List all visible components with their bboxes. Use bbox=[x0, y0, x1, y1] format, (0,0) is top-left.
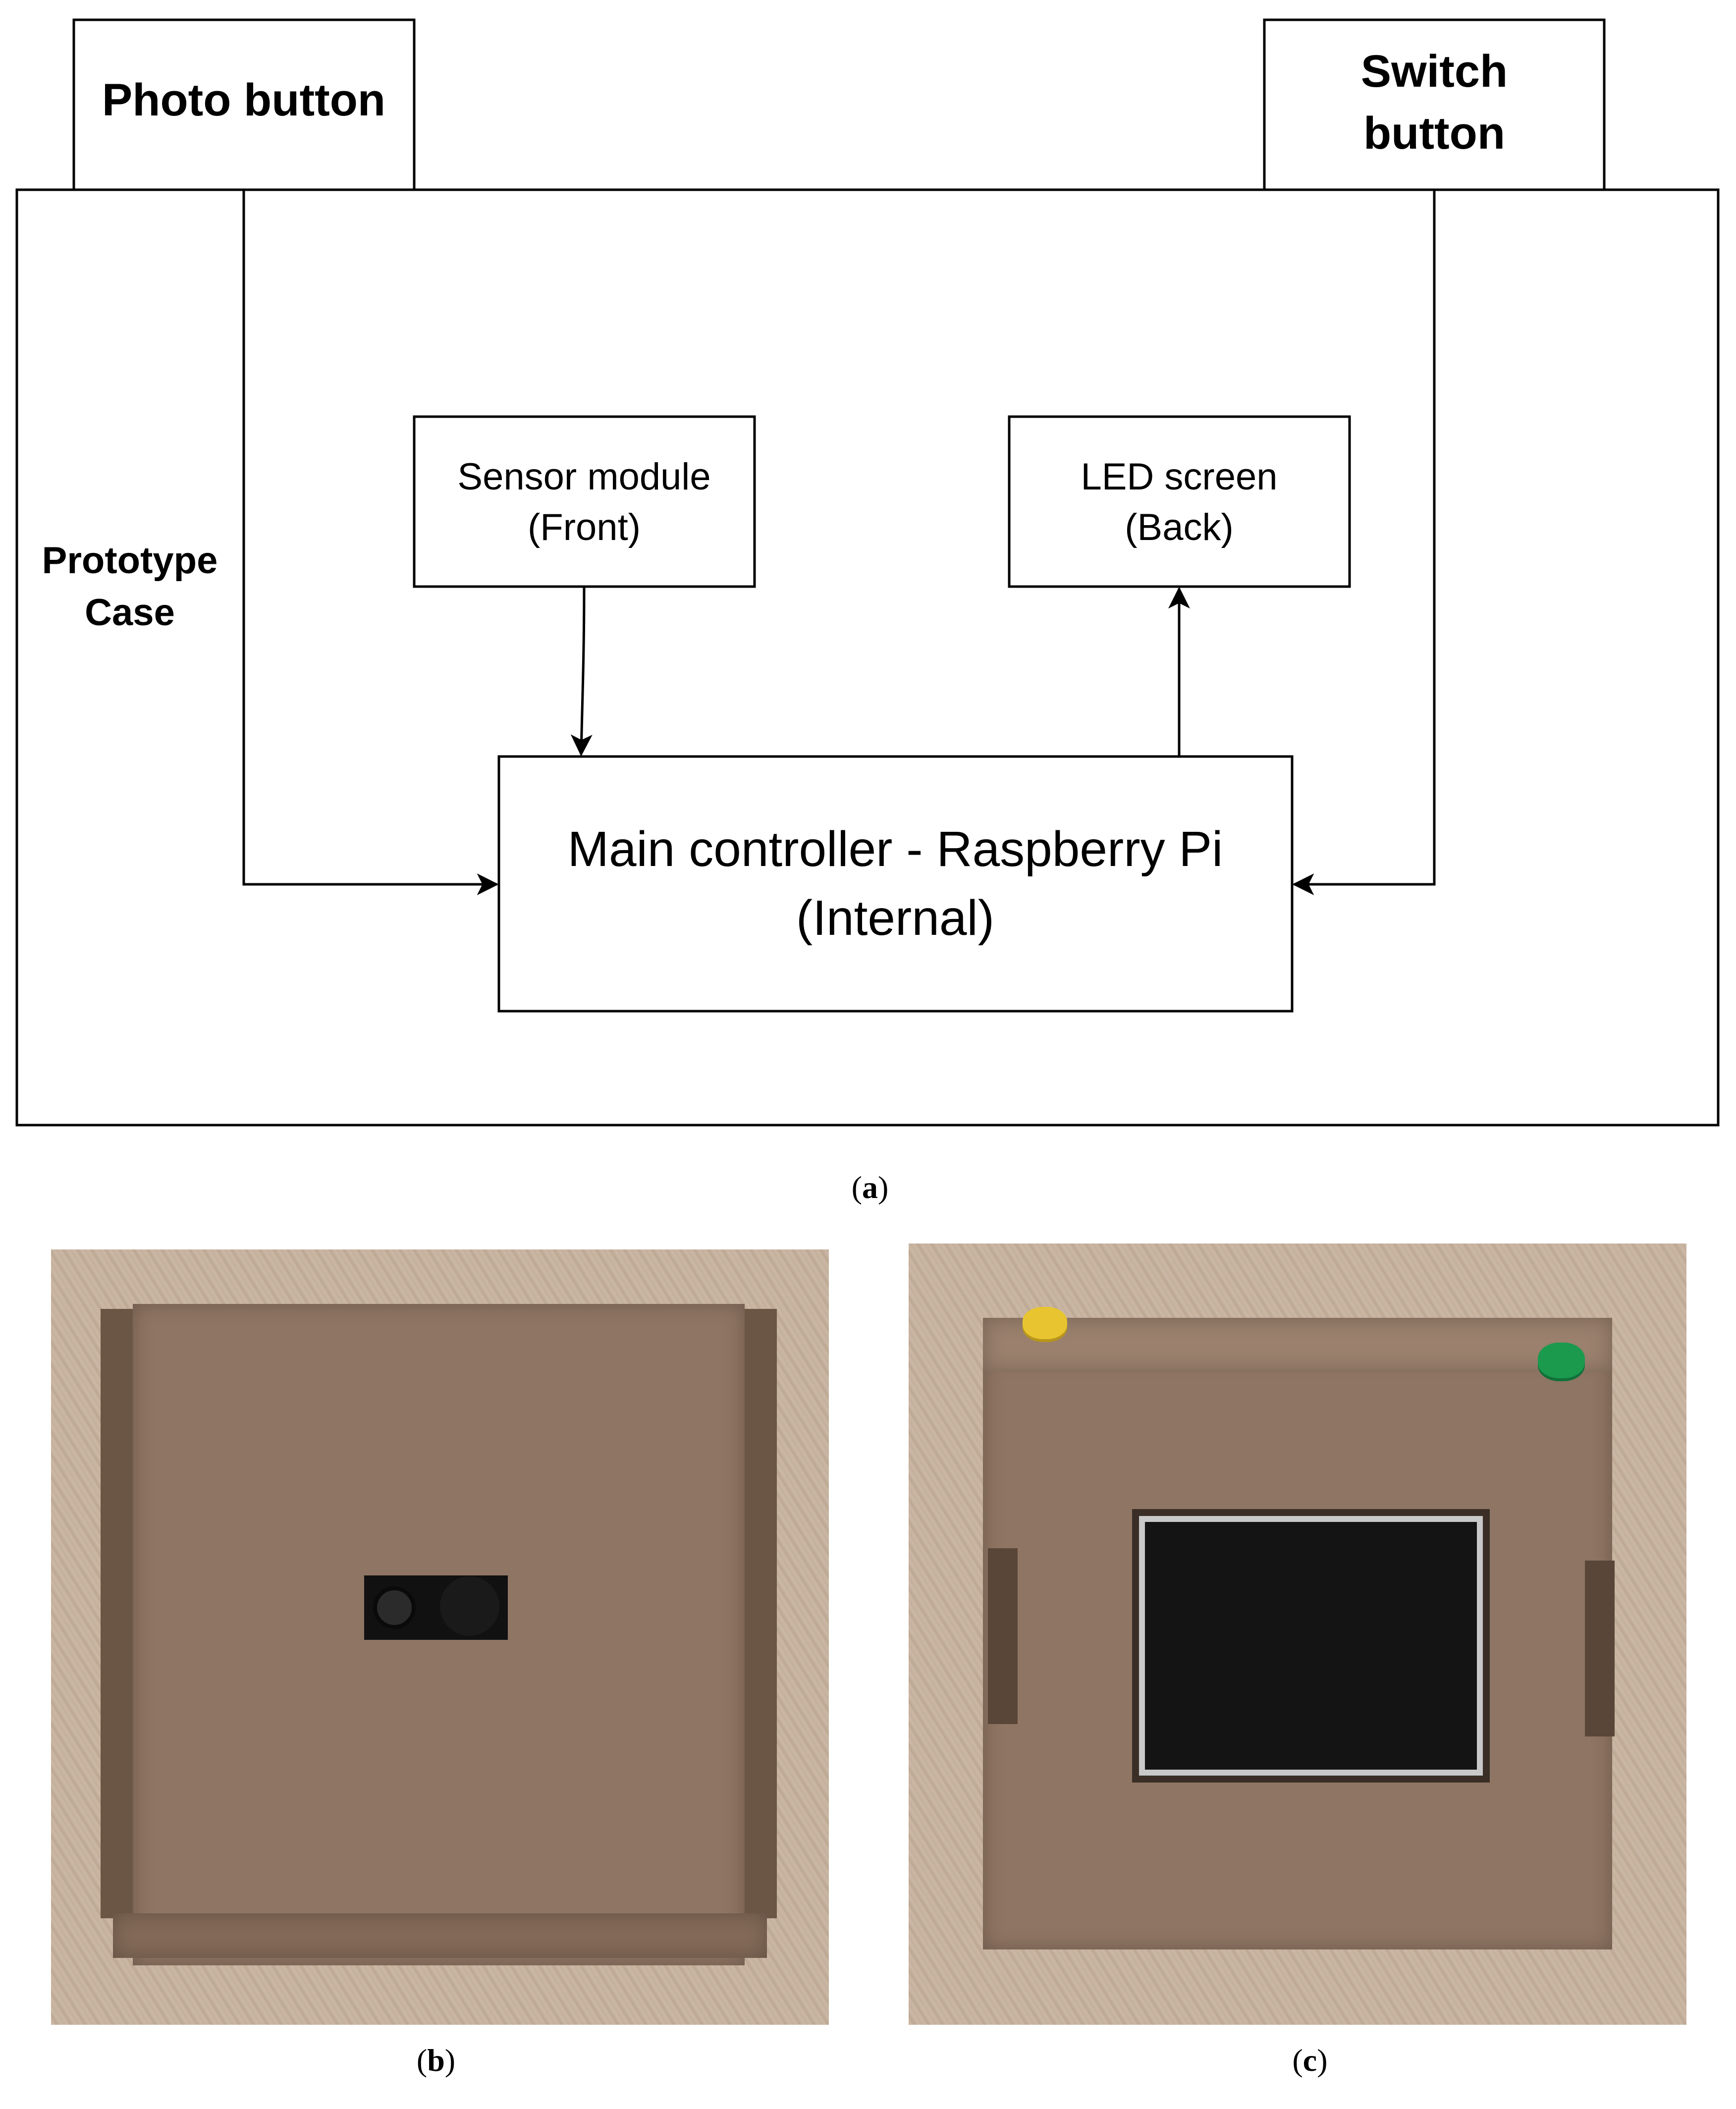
system-block-diagram: Photo button Switch button Prototype Cas… bbox=[15, 18, 1720, 1127]
photo-back-view bbox=[909, 1244, 1686, 2025]
sensor-module-label-line2: (Front) bbox=[528, 506, 641, 548]
led-screen-label-line2: (Back) bbox=[1125, 506, 1234, 548]
switch-button-label-line2: button bbox=[1363, 108, 1505, 159]
sensor-to-controller-arrow bbox=[570, 586, 593, 757]
led-screen-label-line1: LED screen bbox=[1081, 456, 1277, 498]
switch-to-controller-arrow bbox=[1292, 190, 1436, 895]
photo-front-view bbox=[51, 1249, 829, 2025]
caption-a: (a) bbox=[851, 1170, 889, 1205]
photo-button-label: Photo button bbox=[102, 75, 385, 125]
main-controller-label-line1: Main controller - Raspberry Pi bbox=[568, 821, 1223, 877]
green-switch-button-icon bbox=[1538, 1343, 1585, 1378]
caption-c: (c) bbox=[1292, 2043, 1328, 2078]
led-screen-box bbox=[1008, 415, 1351, 588]
left-side-flap bbox=[101, 1309, 135, 1918]
caption-b: (b) bbox=[416, 2043, 456, 2078]
camera-lens-icon bbox=[373, 1586, 416, 1629]
photo-to-controller-arrow bbox=[242, 190, 499, 895]
main-controller-box bbox=[497, 755, 1294, 1013]
prototype-case-label-line1: Prototype bbox=[42, 540, 218, 582]
photo-button-box bbox=[72, 18, 416, 191]
sensor-cap-icon bbox=[440, 1576, 499, 1636]
right-slot bbox=[1585, 1561, 1615, 1736]
switch-button-label-line1: Switch bbox=[1361, 46, 1508, 97]
sensor-module-box bbox=[413, 415, 756, 588]
switch-button-box bbox=[1263, 18, 1606, 191]
right-side-flap bbox=[742, 1309, 777, 1918]
yellow-photo-button-icon bbox=[1023, 1307, 1067, 1339]
prototype-case-box bbox=[15, 188, 1720, 1127]
cardboard-top-edge bbox=[983, 1318, 1612, 1372]
main-controller-label-line2: (Internal) bbox=[796, 890, 994, 946]
prototype-case-label-line2: Case bbox=[85, 592, 175, 634]
cardboard-bottom-edge bbox=[113, 1913, 767, 1958]
left-slot bbox=[988, 1548, 1018, 1724]
sensor-module-label-line1: Sensor module bbox=[457, 456, 710, 498]
led-screen-display bbox=[1139, 1516, 1483, 1776]
